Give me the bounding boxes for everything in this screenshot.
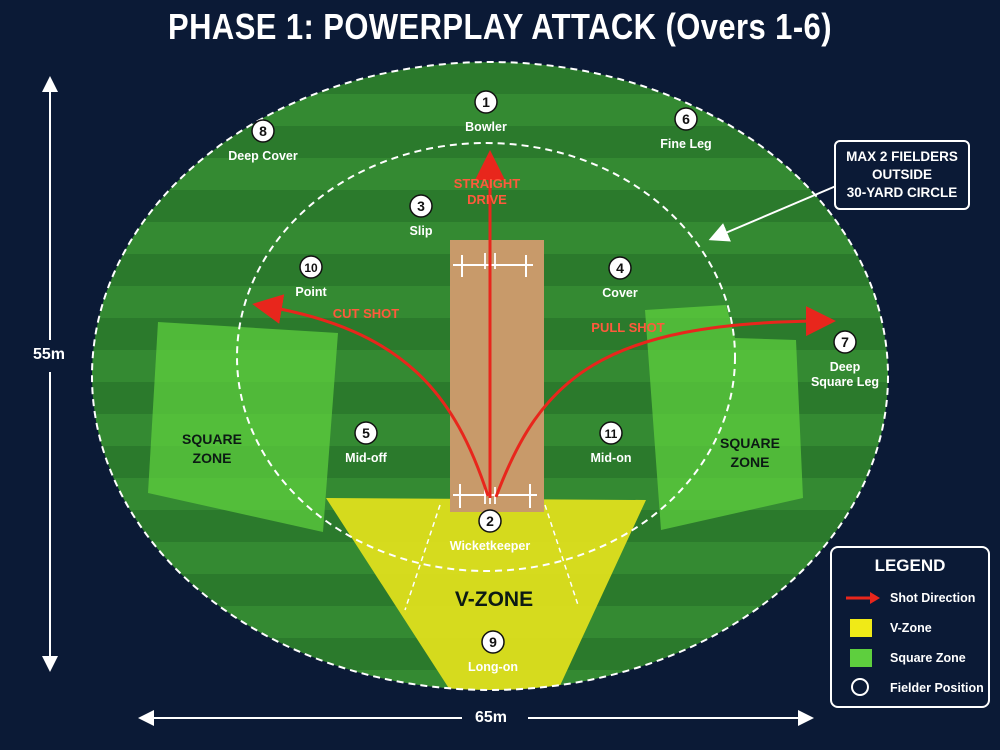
fielder-name: Fine Leg <box>660 137 711 151</box>
legend-label-fielder-position: Fielder Position <box>890 681 984 695</box>
fielder-marker <box>833 330 857 354</box>
crease-top <box>453 255 533 277</box>
fielder-marker <box>474 90 498 114</box>
fielder-name: Bowler <box>465 120 507 134</box>
square-zone-left <box>148 322 338 532</box>
legend-title: LEGEND <box>874 556 946 575</box>
fielder-number: 7 <box>841 334 849 350</box>
width-dimension-label: 65m <box>475 709 508 726</box>
shot-arrow-icon <box>842 588 882 608</box>
legend-item-fielder-position: Fielder Position <box>842 678 984 698</box>
fielder-number: 5 <box>362 425 370 441</box>
callout-line-1: MAX 2 FIELDERS <box>846 149 958 164</box>
cut-shot-arrow <box>252 294 490 497</box>
square-zone-swatch <box>842 648 882 668</box>
fielder-marker <box>299 255 323 279</box>
fielder-marker <box>478 509 502 533</box>
fielder-marker <box>599 421 623 445</box>
fielding-restriction-callout: MAX 2 FIELDERS OUTSIDE 30-YARD CIRCLE <box>834 140 970 210</box>
pull-shot-label: PULL SHOT <box>591 320 664 335</box>
square-zone-left-label-line2: ZONE <box>193 450 232 466</box>
cut-shot-label: CUT SHOT <box>333 306 400 321</box>
fielder-name: Mid-on <box>591 451 632 465</box>
legend-item-square-zone: Square Zone <box>842 648 966 668</box>
v-zone-boundary-left <box>404 504 441 611</box>
fielder-name: Square Leg <box>811 375 879 389</box>
v-zone-swatch <box>842 618 882 638</box>
v-zone-area <box>326 498 646 690</box>
fielder-marker <box>481 630 505 654</box>
fielder-number: 6 <box>682 111 690 127</box>
legend-item-v-zone: V-Zone <box>842 618 932 638</box>
fielder-name: Slip <box>410 224 433 238</box>
fielder-name: Mid-off <box>345 451 387 465</box>
fielder-number: 11 <box>605 427 618 441</box>
legend-label-v-zone: V-Zone <box>890 621 932 635</box>
thirty-yard-circle <box>236 142 736 572</box>
legend-label-shot-direction: Shot Direction <box>890 591 976 605</box>
fielder-number: 4 <box>616 260 624 276</box>
fielder-name: Cover <box>602 286 638 300</box>
fielder-name: Wicketkeeper <box>450 539 531 553</box>
fielder-number: 3 <box>417 198 425 214</box>
fielder-marker <box>674 107 698 131</box>
height-dimension-label: 55m <box>33 346 66 363</box>
square-zone-right-label-line2: ZONE <box>731 454 770 470</box>
fielder-name: Deep Cover <box>228 149 298 163</box>
fielder-marker <box>354 421 378 445</box>
fielder-marker <box>608 256 632 280</box>
legend-label-square-zone: Square Zone <box>890 651 966 665</box>
fielder-number: 8 <box>259 123 267 139</box>
fielder-number: 10 <box>304 261 318 275</box>
page-title: PHASE 1: POWERPLAY ATTACK (Overs 1-6) <box>168 6 832 47</box>
pull-shot-arrow <box>494 306 836 498</box>
fielder-name: Long-on <box>468 660 518 674</box>
callout-line-3: 30-YARD CIRCLE <box>846 185 958 200</box>
boundary-line <box>91 61 889 691</box>
fielder-marker <box>409 194 433 218</box>
fielder-name: Point <box>295 285 327 299</box>
square-zone-right-label-line1: SQUARE <box>720 435 780 451</box>
legend-item-shot-direction: Shot Direction <box>842 588 975 608</box>
callout-line-2: OUTSIDE <box>871 167 932 182</box>
pitch <box>450 240 544 512</box>
square-zone-left-label-line1: SQUARE <box>182 431 242 447</box>
fielder-circle-icon <box>842 678 882 698</box>
v-zone-label: V-ZONE <box>455 588 533 611</box>
fielder-name: Deep <box>830 360 861 374</box>
fielder-number: 1 <box>482 94 490 110</box>
callout-pointer-arrow <box>708 185 837 242</box>
straight-drive-label-line1: STRAIGHT <box>454 176 521 191</box>
fielder-number: 2 <box>486 513 494 529</box>
fielder-marker <box>251 119 275 143</box>
straight-drive-label-line2: DRIVE <box>467 192 507 207</box>
legend: LEGEND Shot Direction V-Zone Square Zone… <box>830 546 990 708</box>
fielder-number: 9 <box>489 634 497 650</box>
